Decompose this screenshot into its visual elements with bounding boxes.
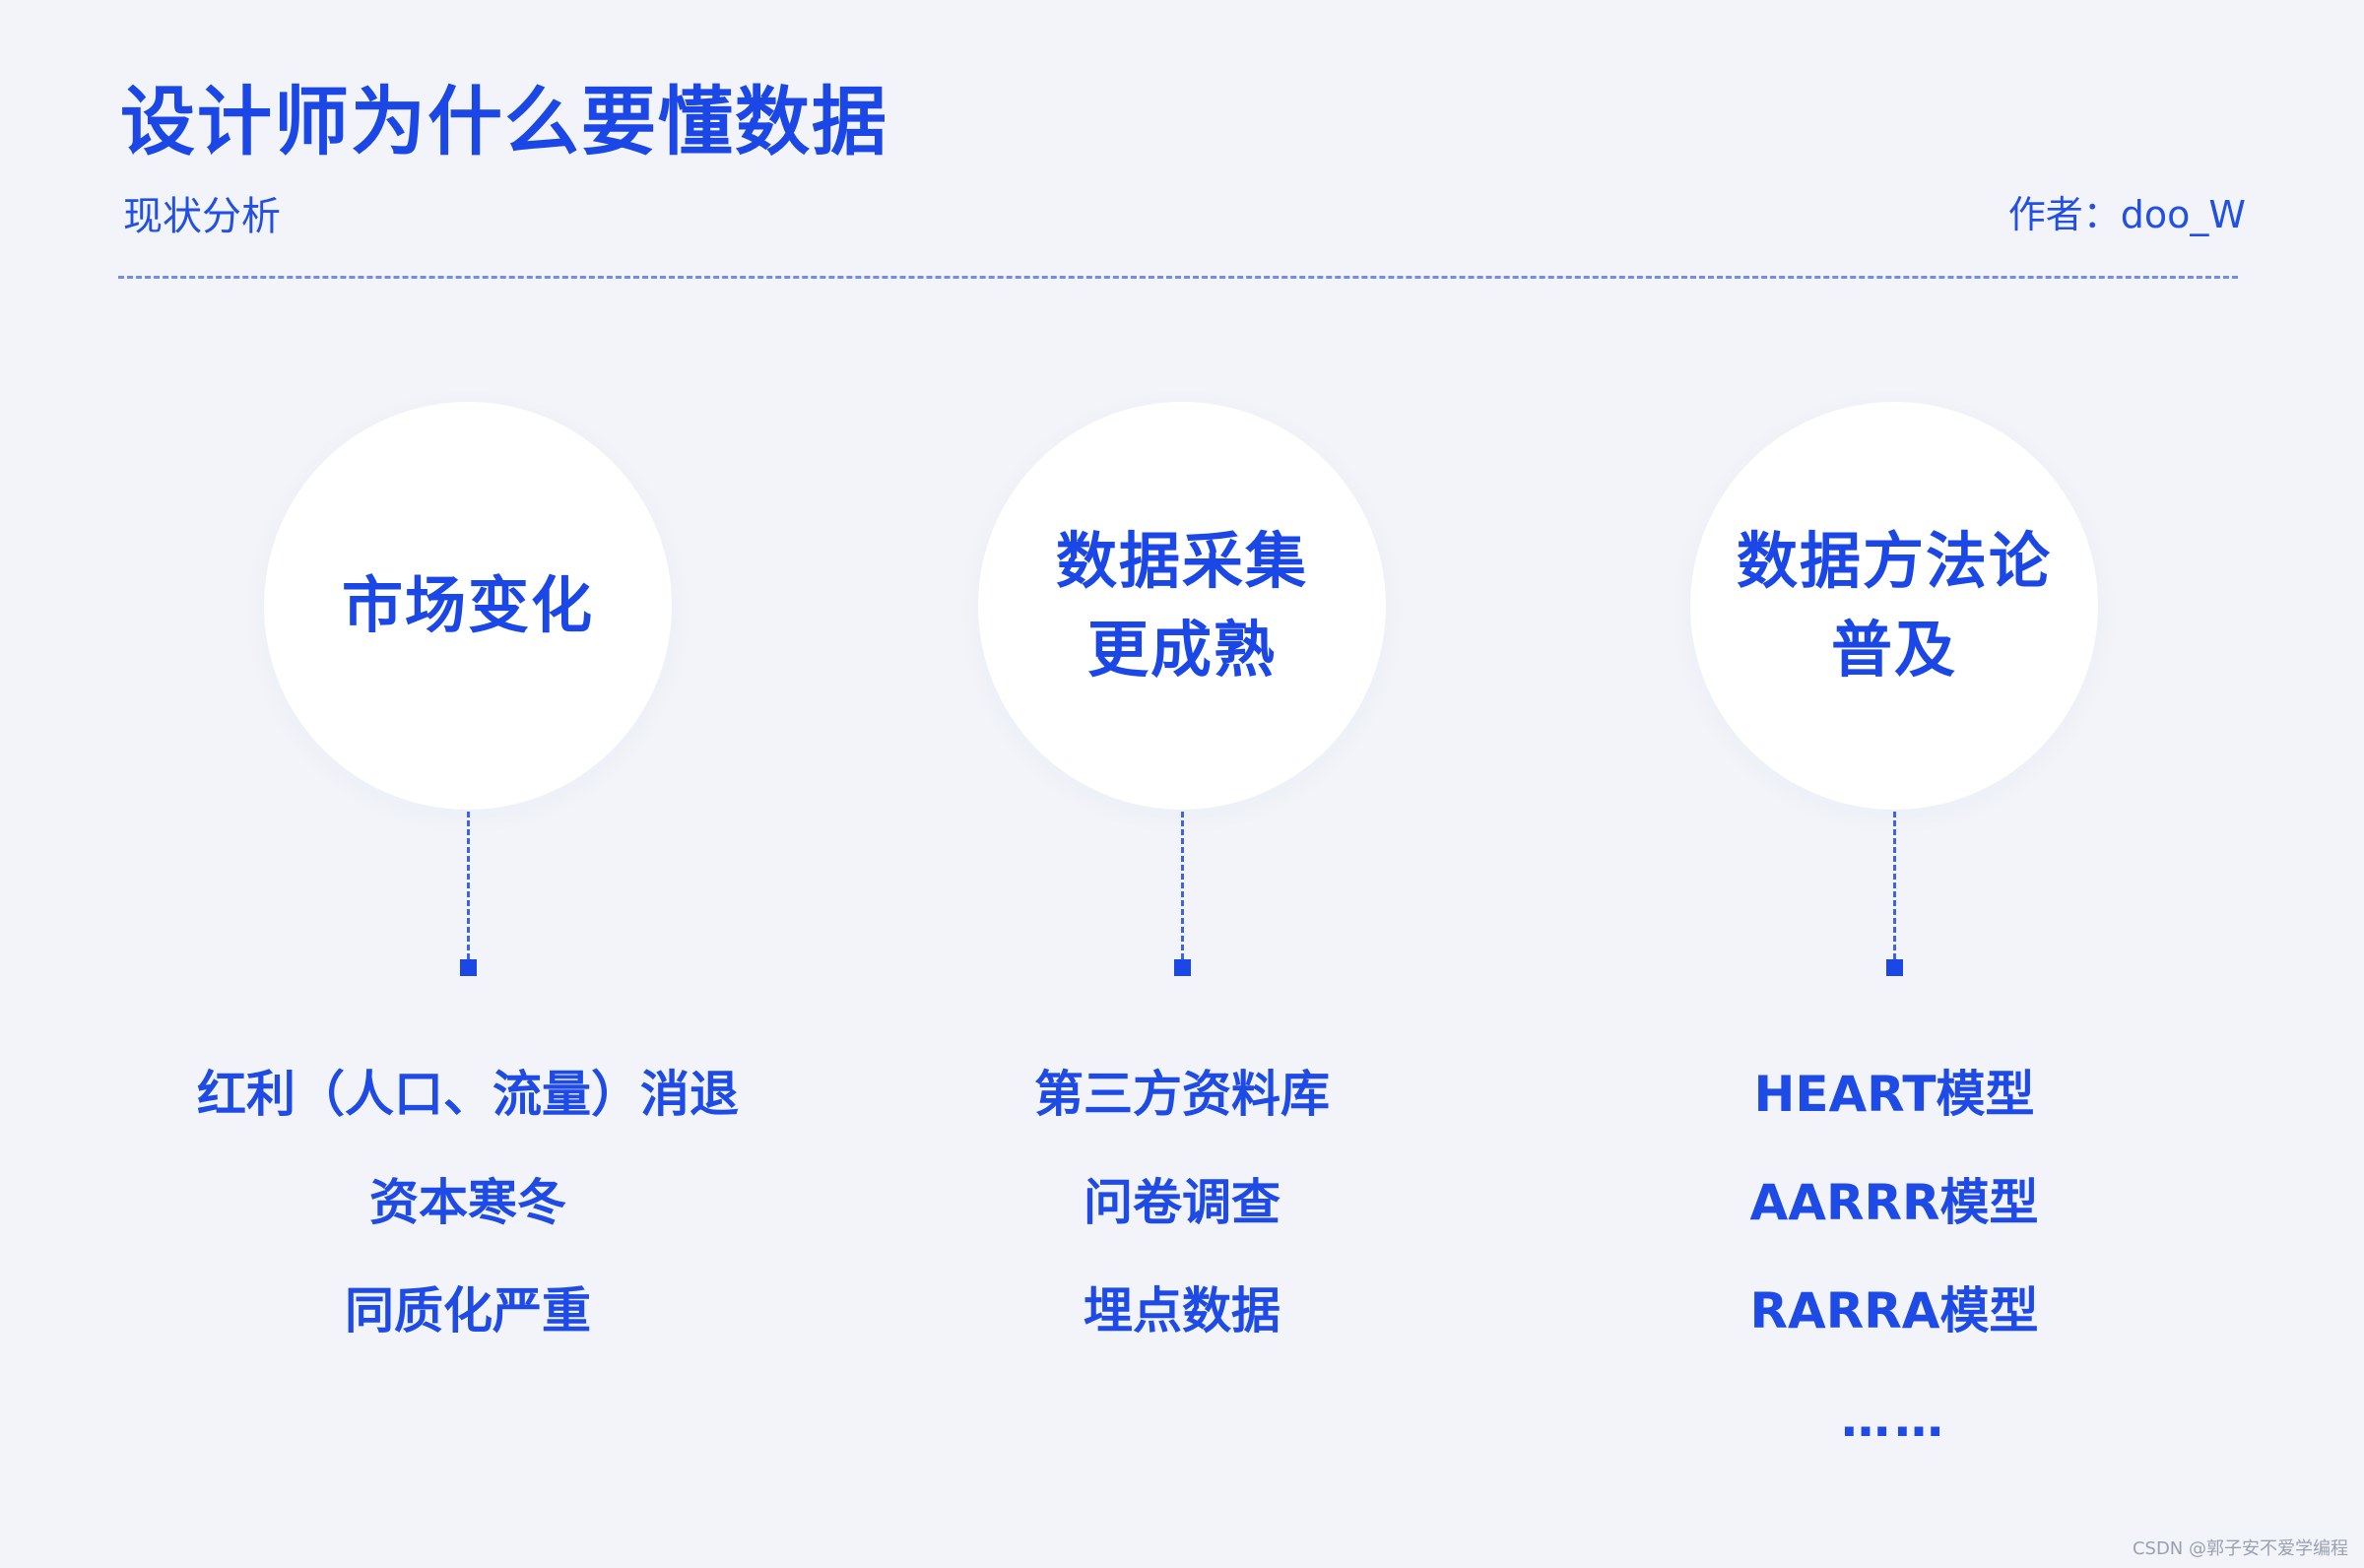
author-label: 作者：doo_W: [2007, 193, 2246, 236]
dashed-connector: [1892, 812, 1896, 959]
item-list: 第三方资料库 问卷调查 埋点数据: [1034, 1065, 1330, 1390]
list-item: 红利（人口、流量）消退: [197, 1066, 739, 1123]
list-item: HEART模型: [1753, 1066, 2035, 1123]
watermark: CSDN @郭子安不爱学编程: [2132, 1538, 2348, 1559]
page-title: 设计师为什么要懂数据: [120, 78, 888, 165]
dashed-connector: [466, 812, 470, 959]
topic-circle: 数据方法论 普及: [1690, 402, 2098, 810]
connector-square-icon: [1885, 959, 1903, 976]
list-item: RARRA模型: [1749, 1282, 2039, 1339]
column-data-collection: 数据采集 更成熟 第三方资料库 问卷调查 埋点数据: [827, 402, 1537, 1390]
circle-label: 数据采集 更成熟: [1055, 525, 1308, 686]
topic-circle: 市场变化: [264, 402, 672, 810]
column-data-methodology: 数据方法论 普及 HEART模型 AARRR模型 RARRA模型 ……: [1540, 402, 2249, 1498]
item-list: HEART模型 AARRR模型 RARRA模型 ……: [1750, 1065, 2039, 1498]
list-item-ellipsis: ……: [1841, 1391, 1947, 1448]
page-subtitle: 现状分析: [123, 194, 281, 239]
list-item: 问卷调查: [1084, 1174, 1280, 1231]
list-item: 同质化严重: [345, 1282, 591, 1339]
column-market-change: 市场变化 红利（人口、流量）消退 资本寒冬 同质化严重: [113, 402, 822, 1390]
list-item: 资本寒冬: [369, 1174, 566, 1231]
list-item: AARRR模型: [1749, 1174, 2039, 1231]
list-item: 埋点数据: [1084, 1282, 1280, 1339]
dashed-connector: [1180, 812, 1184, 959]
header-divider: [118, 276, 2238, 279]
circle-label: 市场变化: [341, 569, 594, 642]
list-item: 第三方资料库: [1034, 1066, 1330, 1123]
topic-circle: 数据采集 更成熟: [978, 402, 1386, 810]
item-list: 红利（人口、流量）消退 资本寒冬 同质化严重: [197, 1065, 739, 1390]
connector-square-icon: [459, 959, 477, 976]
circle-label: 数据方法论 普及: [1736, 525, 2052, 686]
connector-square-icon: [1173, 959, 1191, 976]
